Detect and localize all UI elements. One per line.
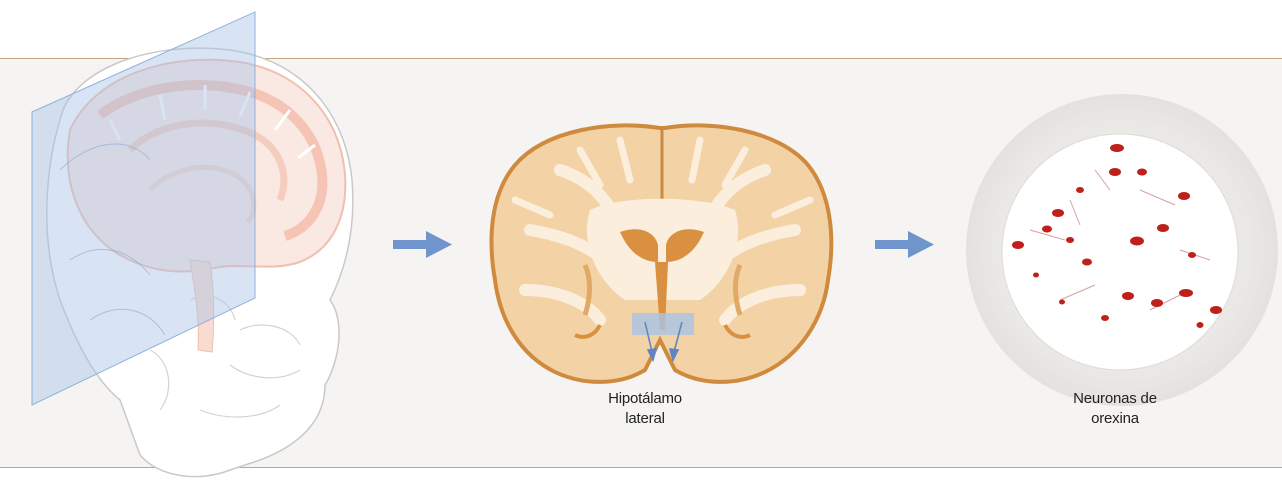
orexin-neurons-label-line2: orexina <box>1045 409 1185 429</box>
head-sagittal-section-illustration <box>32 12 353 477</box>
lateral-hypothalamus-label: Hipotálamo lateral <box>585 389 705 429</box>
lateral-hypothalamus-highlight <box>632 313 694 335</box>
orexin-neurons-micrograph <box>966 94 1278 406</box>
orexin-neurons-label: Neuronas de orexina <box>1045 389 1185 429</box>
lateral-hypothalamus-label-line1: Hipotálamo <box>585 389 705 409</box>
coronal-brain-section-illustration <box>492 125 832 381</box>
lateral-hypothalamus-label-line2: lateral <box>585 409 705 429</box>
arrow-right-icon <box>875 231 934 258</box>
orexin-neurons-label-line1: Neuronas de <box>1045 389 1185 409</box>
arrow-right-icon <box>393 231 452 258</box>
